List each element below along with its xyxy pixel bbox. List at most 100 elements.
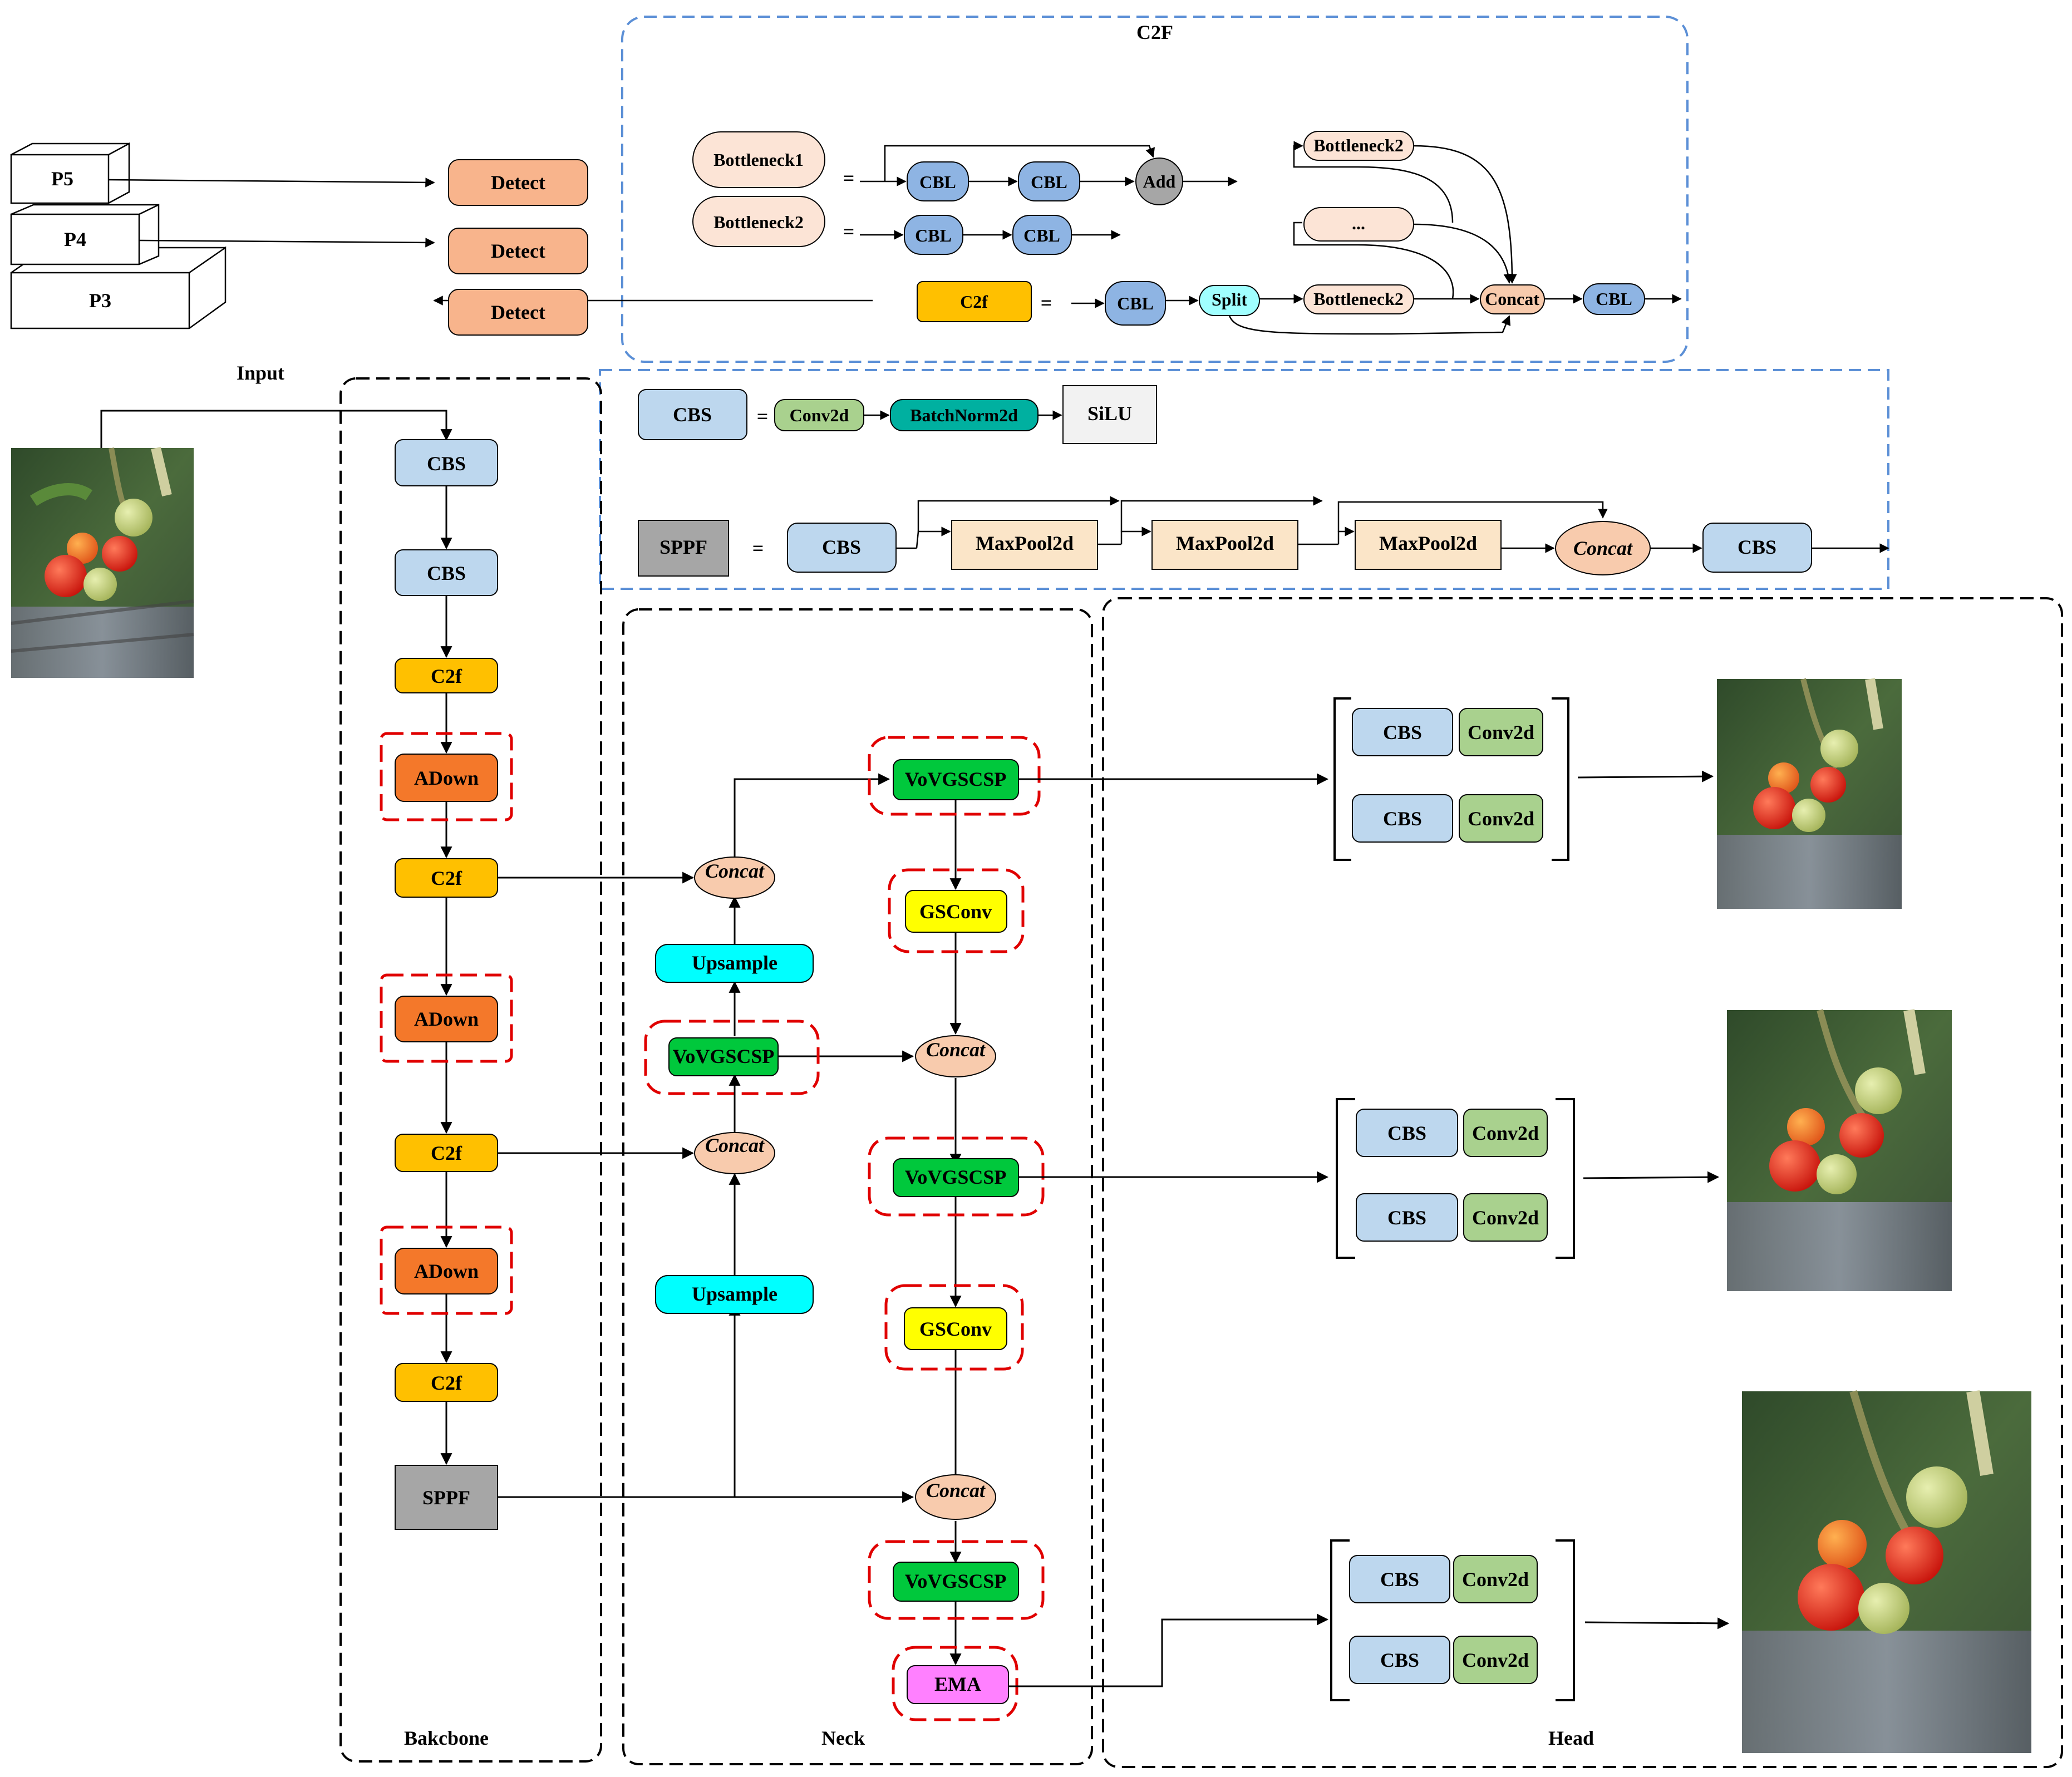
c2f-panel — [621, 16, 1689, 363]
svg-text:Conv2d: Conv2d — [790, 405, 849, 425]
backbone-adown-1: ADown — [380, 732, 513, 821]
sppf-definition: SPPF = CBS MaxPool2d MaxPool2d MaxPool2d… — [638, 496, 1889, 577]
c2f-panel-title: C2F — [1136, 21, 1173, 43]
neck-gsconv-1: GSConv — [888, 868, 1025, 953]
svg-text:Concat: Concat — [1573, 537, 1633, 559]
head-label: Head — [1548, 1727, 1594, 1749]
svg-text:Upsample: Upsample — [692, 1283, 777, 1305]
neck-concat-3: Concat — [915, 1035, 996, 1077]
svg-text:Conv2d: Conv2d — [1472, 1122, 1539, 1144]
svg-text:SPPF: SPPF — [422, 1486, 470, 1509]
input-label: Input — [237, 362, 284, 384]
svg-text:VoVGSCSP: VoVGSCSP — [905, 1570, 1007, 1592]
svg-text:ADown: ADown — [414, 1260, 479, 1282]
backbone-c2f-3: C2f — [395, 1134, 498, 1172]
svg-text:P4: P4 — [64, 228, 86, 250]
svg-text:VoVGSCSP: VoVGSCSP — [905, 1166, 1007, 1188]
head-block-2: CBS Conv2d CBS Conv2d — [1336, 1098, 1720, 1259]
svg-text:Detect: Detect — [491, 301, 545, 323]
svg-text:GSConv: GSConv — [919, 1318, 992, 1340]
svg-text:CBS: CBS — [1383, 721, 1422, 744]
svg-text:MaxPool2d: MaxPool2d — [1176, 532, 1274, 554]
detect-p5: Detect — [448, 159, 588, 206]
neck-panel — [622, 608, 1093, 1765]
backbone-adown-2: ADown — [380, 973, 513, 1063]
neck-connectors — [498, 773, 962, 1666]
svg-text:Conv2d: Conv2d — [1462, 1649, 1529, 1671]
neck-vov-middle: VoVGSCSP — [868, 1136, 1045, 1217]
detect-p3: Detect — [448, 289, 588, 336]
head-block-3: CBS Conv2d CBS Conv2d — [1330, 1539, 1730, 1701]
svg-text:CBS: CBS — [1383, 808, 1422, 830]
svg-text:CBL: CBL — [1596, 289, 1632, 309]
neck-vov-top: VoVGSCSP — [868, 736, 1041, 816]
neck-upsample-1: Upsample — [655, 944, 814, 983]
svg-text:Concat: Concat — [1485, 289, 1539, 309]
detect-p4: Detect — [448, 228, 588, 274]
neck-concat-2: Concat — [694, 1132, 775, 1174]
svg-text:Conv2d: Conv2d — [1468, 721, 1534, 744]
svg-text:Concat: Concat — [926, 1038, 986, 1061]
svg-text:CBS: CBS — [673, 403, 712, 426]
backbone-sppf: SPPF — [395, 1465, 498, 1530]
svg-text:Bottleneck2: Bottleneck2 — [713, 212, 804, 232]
head-block-1: CBS Conv2d CBS Conv2d — [1333, 697, 1714, 861]
backbone-c2f-4: C2f — [395, 1363, 498, 1402]
backbone-c2f-2: C2f — [395, 858, 498, 898]
svg-text:CBS: CBS — [1380, 1649, 1419, 1671]
svg-text:CBS: CBS — [1380, 1568, 1419, 1591]
svg-text:Add: Add — [1143, 171, 1176, 191]
svg-text:ADown: ADown — [414, 1008, 479, 1030]
svg-text:CBS: CBS — [1387, 1122, 1426, 1144]
svg-text:CBS: CBS — [1738, 536, 1776, 558]
svg-text:...: ... — [1352, 213, 1365, 233]
backbone-adown-3: ADown — [380, 1225, 513, 1315]
svg-text:P5: P5 — [51, 168, 73, 190]
output-boxes: P3 P4 P5 — [10, 142, 227, 329]
neck-vov-bottom: VoVGSCSP — [868, 1540, 1045, 1620]
svg-text:CBL: CBL — [1031, 172, 1067, 192]
c2f-definition: C2f = CBL Split Bottleneck2 ... Bottlene… — [917, 131, 1682, 335]
svg-text:CBL: CBL — [915, 225, 952, 245]
svg-text:Detect: Detect — [491, 240, 545, 262]
svg-text:=: = — [1041, 292, 1052, 314]
svg-text:CBS: CBS — [427, 562, 466, 584]
neck-concat-4: Concat — [915, 1474, 996, 1520]
svg-text:Split: Split — [1212, 289, 1247, 309]
svg-text:VoVGSCSP: VoVGSCSP — [673, 1045, 775, 1067]
svg-text:ADown: ADown — [414, 767, 479, 789]
backbone-panel — [339, 377, 602, 1763]
svg-text:BatchNorm2d: BatchNorm2d — [910, 405, 1018, 425]
svg-text:=: = — [757, 405, 769, 427]
svg-text:=: = — [752, 537, 764, 559]
svg-text:=: = — [843, 220, 855, 243]
input-image — [11, 446, 194, 678]
svg-text:C2f: C2f — [431, 1142, 462, 1164]
svg-text:Bottleneck1: Bottleneck1 — [713, 150, 804, 170]
backbone-cbs-1: CBS — [395, 439, 498, 486]
svg-text:Conv2d: Conv2d — [1462, 1568, 1529, 1591]
svg-text:VoVGSCSP: VoVGSCSP — [905, 768, 1007, 790]
svg-text:C2f: C2f — [431, 867, 462, 889]
output-image-1 — [1717, 678, 1902, 909]
modules-panel — [599, 369, 1889, 590]
svg-text:Conv2d: Conv2d — [1468, 808, 1534, 830]
svg-text:Bottleneck2: Bottleneck2 — [1313, 289, 1404, 309]
svg-text:=: = — [843, 167, 855, 189]
output-image-3 — [1742, 1390, 2031, 1753]
backbone-c2f-1: C2f — [395, 658, 498, 693]
svg-text:CBS: CBS — [1387, 1207, 1426, 1229]
svg-text:CBS: CBS — [822, 536, 861, 558]
svg-text:EMA: EMA — [934, 1673, 981, 1695]
svg-text:C2f: C2f — [431, 1372, 462, 1394]
svg-text:CBL: CBL — [1117, 293, 1154, 313]
svg-text:Conv2d: Conv2d — [1472, 1207, 1539, 1229]
neck-upsample-2: Upsample — [655, 1275, 814, 1314]
svg-text:P3: P3 — [89, 289, 111, 312]
svg-text:SiLU: SiLU — [1087, 402, 1132, 425]
neck-vov-left: VoVGSCSP — [644, 1020, 820, 1095]
backbone-label: Bakcbone — [404, 1727, 489, 1749]
backbone-cbs-2: CBS — [395, 549, 498, 596]
svg-text:CBL: CBL — [1023, 225, 1060, 245]
